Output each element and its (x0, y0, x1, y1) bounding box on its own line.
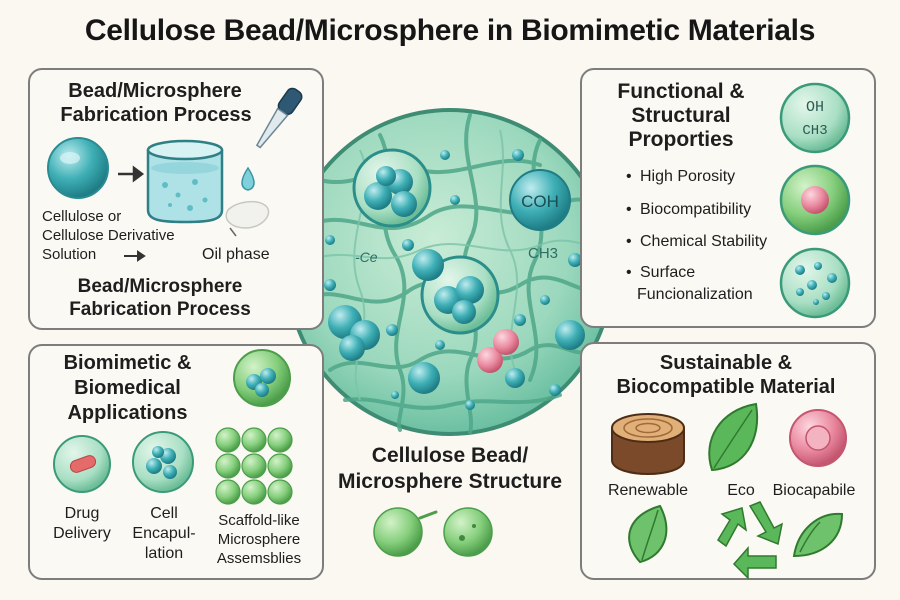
scaffold-label-line2: Microsphere (217, 531, 301, 548)
bullet-high-porosity: High Porosity (626, 168, 735, 186)
fabrication-footer-line2: Fabrication Process (69, 299, 251, 320)
fabrication-heading-line2: Fabrication Process (60, 104, 252, 126)
bullet-biocompatibility: Biocompatibility (626, 201, 751, 219)
center-caption-line2: Microsphere Structure (337, 470, 563, 493)
label-ce: -Ce (355, 249, 378, 265)
biomimetic-heading-line3: Applications (67, 402, 188, 424)
fabrication-footer-line1: Bead/Microsphere (77, 276, 243, 297)
bullet-surface-continuation: Funcionalization (637, 286, 753, 303)
sustainable-heading-line2: Biocompatible Material (616, 376, 836, 398)
renewable-label: Renewable (607, 482, 689, 499)
sustainable-heading-line1: Sustainable & (659, 352, 793, 374)
cell-label-line2: Encapul- (132, 525, 196, 542)
label-ch3-center: CH3 (528, 245, 558, 262)
biomimetic-heading-line1: Biomimetic & (63, 352, 192, 374)
input-label-line3: Solution (42, 246, 97, 263)
pink-particle (477, 329, 519, 373)
oil-phase-label: Oil phase (202, 246, 270, 263)
scaffold-label-line3: Assemsblies (216, 550, 302, 567)
cell-label-line1: Cell (150, 505, 178, 522)
cell-vesicle-center (420, 255, 500, 335)
fabrication-heading-line1: Bead/Microsphere (68, 80, 242, 102)
drug-label-line1: Drug (64, 505, 100, 522)
bead-cluster-lower-left (328, 305, 380, 361)
biocapabile-label: Biocapabile (772, 482, 856, 499)
input-label-line1: Cellulose or (42, 208, 122, 225)
functional-heading-line3: Proporties (628, 128, 734, 151)
biomimetic-heading-line2: Biomedical (74, 377, 181, 399)
bullet-surface: Surface (626, 264, 695, 282)
input-label-line2: Cellulose Derivative (42, 227, 175, 244)
scaffold-label-line1: Scaffold-like (218, 512, 300, 529)
drug-label-line2: Delivery (53, 525, 111, 542)
cell-label-line3: lation (144, 545, 184, 562)
cell-vesicle-top-left (352, 148, 432, 228)
teal-bead-coh (509, 169, 571, 231)
functional-heading-line2: Structural (631, 104, 731, 127)
functional-heading-line1: Functional & (617, 80, 745, 103)
center-caption-line1: Cellulose Bead/ (371, 444, 529, 467)
eco-label: Eco (727, 482, 755, 499)
label-coh: COH (521, 192, 559, 211)
bullet-chemical-stability: Chemical Stability (626, 233, 767, 251)
page-title: Cellulose Bead/Microsphere in Biomimetic… (84, 14, 816, 47)
